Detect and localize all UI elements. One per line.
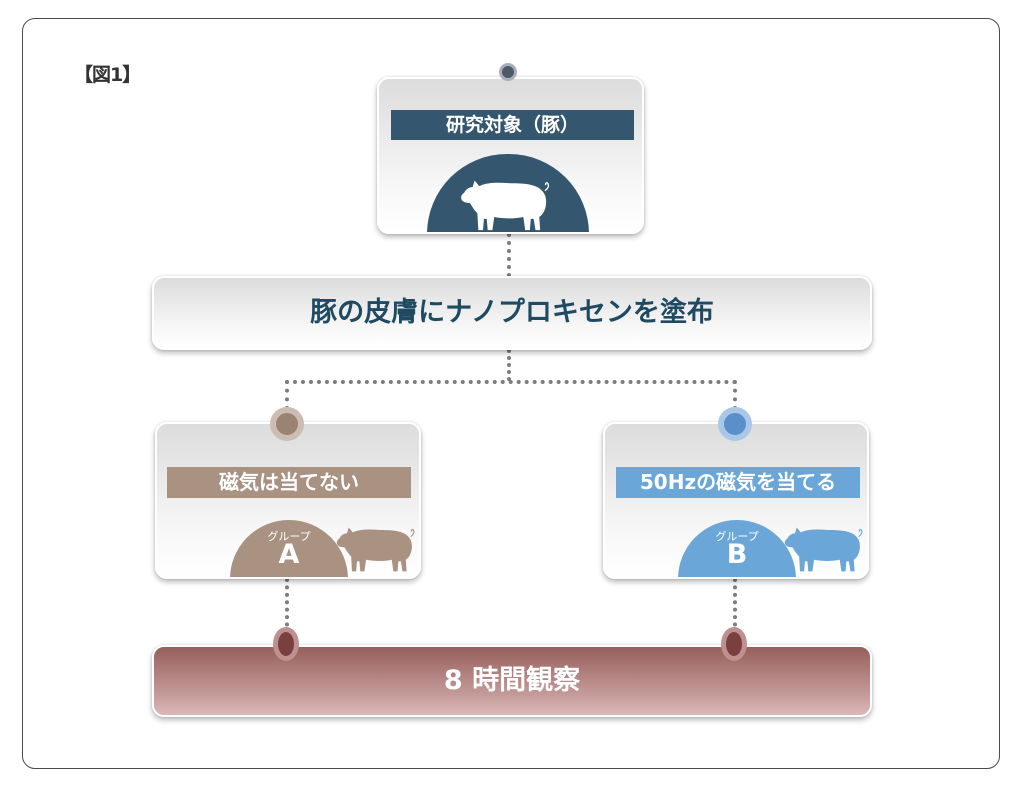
group-b-dome: グループ B [678,520,796,577]
group-b-caption: グループ [715,530,759,543]
group-b-letter: B [726,539,748,570]
connector-split-a [285,380,289,410]
subject-banner: 研究対象（豚） [391,110,634,140]
connector-a-observation [285,578,289,634]
group-b-node-dot [718,407,752,441]
observation-node-dot-a [273,627,299,661]
subject-card: 研究対象（豚） [377,77,644,234]
observation-label: 8 時間観察 [443,665,581,696]
observation-card: 8 時間観察 [152,645,872,717]
treatment-card: 豚の皮膚にナノプロキセンを塗布 [152,276,872,350]
group-a-node-dot [270,407,304,441]
pig-icon [334,520,418,573]
figure-label: 【図1】 [74,64,141,86]
group-a-letter: A [278,539,300,570]
group-a-card: 磁気は当てない グループ A [155,422,421,579]
pig-icon [458,172,553,232]
treatment-label: 豚の皮膚にナノプロキセンを塗布 [310,297,714,328]
group-a-dome: グループ A [230,520,348,577]
connector-subject-treatment [507,233,511,277]
connector-split-b [733,380,737,410]
group-b-card: 50Hzの磁気を当てる グループ B [603,422,869,579]
group-b-banner: 50Hzの磁気を当てる [616,467,860,498]
connector-treatment-split [507,349,511,381]
subject-node-dot [499,63,517,81]
connector-b-observation [733,578,737,634]
group-a-banner: 磁気は当てない [167,467,411,498]
pig-icon [782,520,866,573]
connector-split-horizontal [285,380,737,384]
group-a-caption: グループ [267,530,311,543]
observation-node-dot-b [721,627,747,661]
